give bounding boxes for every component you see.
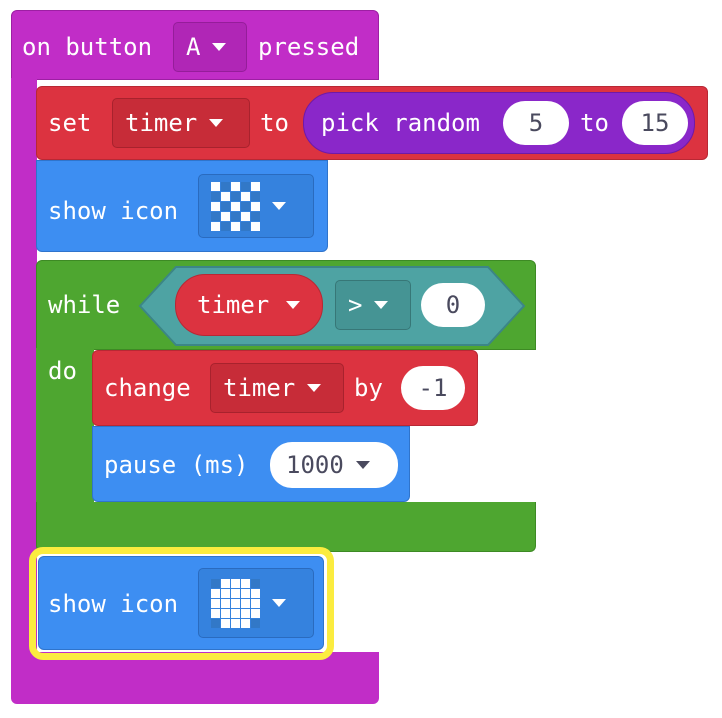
led-pixel xyxy=(221,598,230,608)
led-pixel xyxy=(241,588,250,598)
event-label-prefix: on button xyxy=(22,33,153,61)
led-pixel xyxy=(211,221,220,231)
condition-variable-value: timer xyxy=(197,291,270,319)
led-pixel xyxy=(251,191,260,201)
random-from-input[interactable]: 5 xyxy=(503,101,569,145)
led-pixel xyxy=(221,578,230,588)
led-pixel xyxy=(241,598,250,608)
led-pixel xyxy=(221,618,230,628)
change-variable-dropdown[interactable]: timer xyxy=(210,363,344,413)
led-pixel xyxy=(211,211,220,221)
show-icon-label-2: show icon xyxy=(48,590,179,618)
pause-duration-value: 1000 xyxy=(286,451,344,479)
chevron-down-icon xyxy=(307,384,322,392)
event-block-footer xyxy=(11,652,379,704)
while-block-footer xyxy=(36,502,536,552)
led-pixel xyxy=(221,221,230,231)
pause-duration-dropdown[interactable]: 1000 xyxy=(270,442,398,488)
led-pixel xyxy=(251,608,260,618)
icon-picker-1[interactable] xyxy=(198,174,314,238)
led-pixel xyxy=(231,598,240,608)
button-dropdown-value: A xyxy=(186,33,201,61)
change-label: change xyxy=(104,374,191,402)
icon-picker-2[interactable] xyxy=(198,568,314,638)
led-pixel xyxy=(231,191,240,201)
random-to-input[interactable]: 15 xyxy=(622,101,688,145)
led-pixel xyxy=(241,181,250,191)
chevron-down-icon xyxy=(286,301,300,309)
led-pixel xyxy=(241,608,250,618)
chevron-down-icon xyxy=(272,202,286,210)
event-label-suffix: pressed xyxy=(258,33,360,61)
led-pixel xyxy=(241,201,250,211)
change-value-input[interactable]: -1 xyxy=(401,366,465,410)
led-pixel xyxy=(241,211,250,221)
pick-random-label: pick random xyxy=(321,109,480,137)
led-pixel xyxy=(211,608,220,618)
selection-highlight xyxy=(29,547,334,660)
chevron-down-icon xyxy=(355,461,370,469)
set-variable-value: timer xyxy=(125,109,198,137)
led-pixel xyxy=(221,588,230,598)
led-pixel xyxy=(231,618,240,628)
led-pixel xyxy=(211,598,220,608)
checker-icon xyxy=(211,181,260,231)
led-pixel xyxy=(231,588,240,598)
led-pixel xyxy=(251,618,260,628)
chevron-down-icon xyxy=(212,43,227,51)
led-pixel xyxy=(211,181,220,191)
while-block-body xyxy=(36,348,94,508)
while-label: while xyxy=(48,291,121,319)
led-pixel xyxy=(211,191,220,201)
led-pixel xyxy=(251,578,260,588)
led-pixel xyxy=(211,588,220,598)
led-pixel xyxy=(251,201,260,211)
chevron-down-icon xyxy=(272,599,286,607)
do-label: do xyxy=(48,357,77,385)
by-label: by xyxy=(354,374,383,402)
full-grid-icon xyxy=(211,578,260,628)
random-to-label: to xyxy=(580,109,609,137)
led-pixel xyxy=(251,211,260,221)
led-pixel xyxy=(251,181,260,191)
led-pixel xyxy=(231,578,240,588)
led-pixel xyxy=(211,578,220,588)
set-to-label: to xyxy=(260,109,289,137)
show-icon-label-1: show icon xyxy=(48,197,179,225)
led-pixel xyxy=(221,201,230,211)
led-pixel xyxy=(211,618,220,628)
led-pixel xyxy=(211,201,220,211)
pause-label: pause (ms) xyxy=(104,451,249,479)
led-pixel xyxy=(221,608,230,618)
button-dropdown[interactable]: A xyxy=(173,22,247,72)
led-pixel xyxy=(251,598,260,608)
operator-value: > xyxy=(348,291,363,319)
led-pixel xyxy=(221,191,230,201)
led-pixel xyxy=(241,578,250,588)
led-pixel xyxy=(251,588,260,598)
condition-value-input[interactable]: 0 xyxy=(421,283,485,327)
set-label: set xyxy=(48,109,92,137)
led-pixel xyxy=(231,181,240,191)
led-pixel xyxy=(241,618,250,628)
led-pixel xyxy=(221,181,230,191)
led-pixel xyxy=(231,211,240,221)
led-pixel xyxy=(231,201,240,211)
led-pixel xyxy=(241,191,250,201)
change-variable-value: timer xyxy=(223,374,296,402)
led-pixel xyxy=(231,608,240,618)
led-pixel xyxy=(241,221,250,231)
led-pixel xyxy=(221,211,230,221)
chevron-down-icon xyxy=(209,119,224,127)
led-pixel xyxy=(231,221,240,231)
operator-dropdown[interactable]: > xyxy=(335,280,411,330)
chevron-down-icon xyxy=(374,301,389,309)
set-variable-dropdown[interactable]: timer xyxy=(112,98,250,148)
led-pixel xyxy=(251,221,260,231)
